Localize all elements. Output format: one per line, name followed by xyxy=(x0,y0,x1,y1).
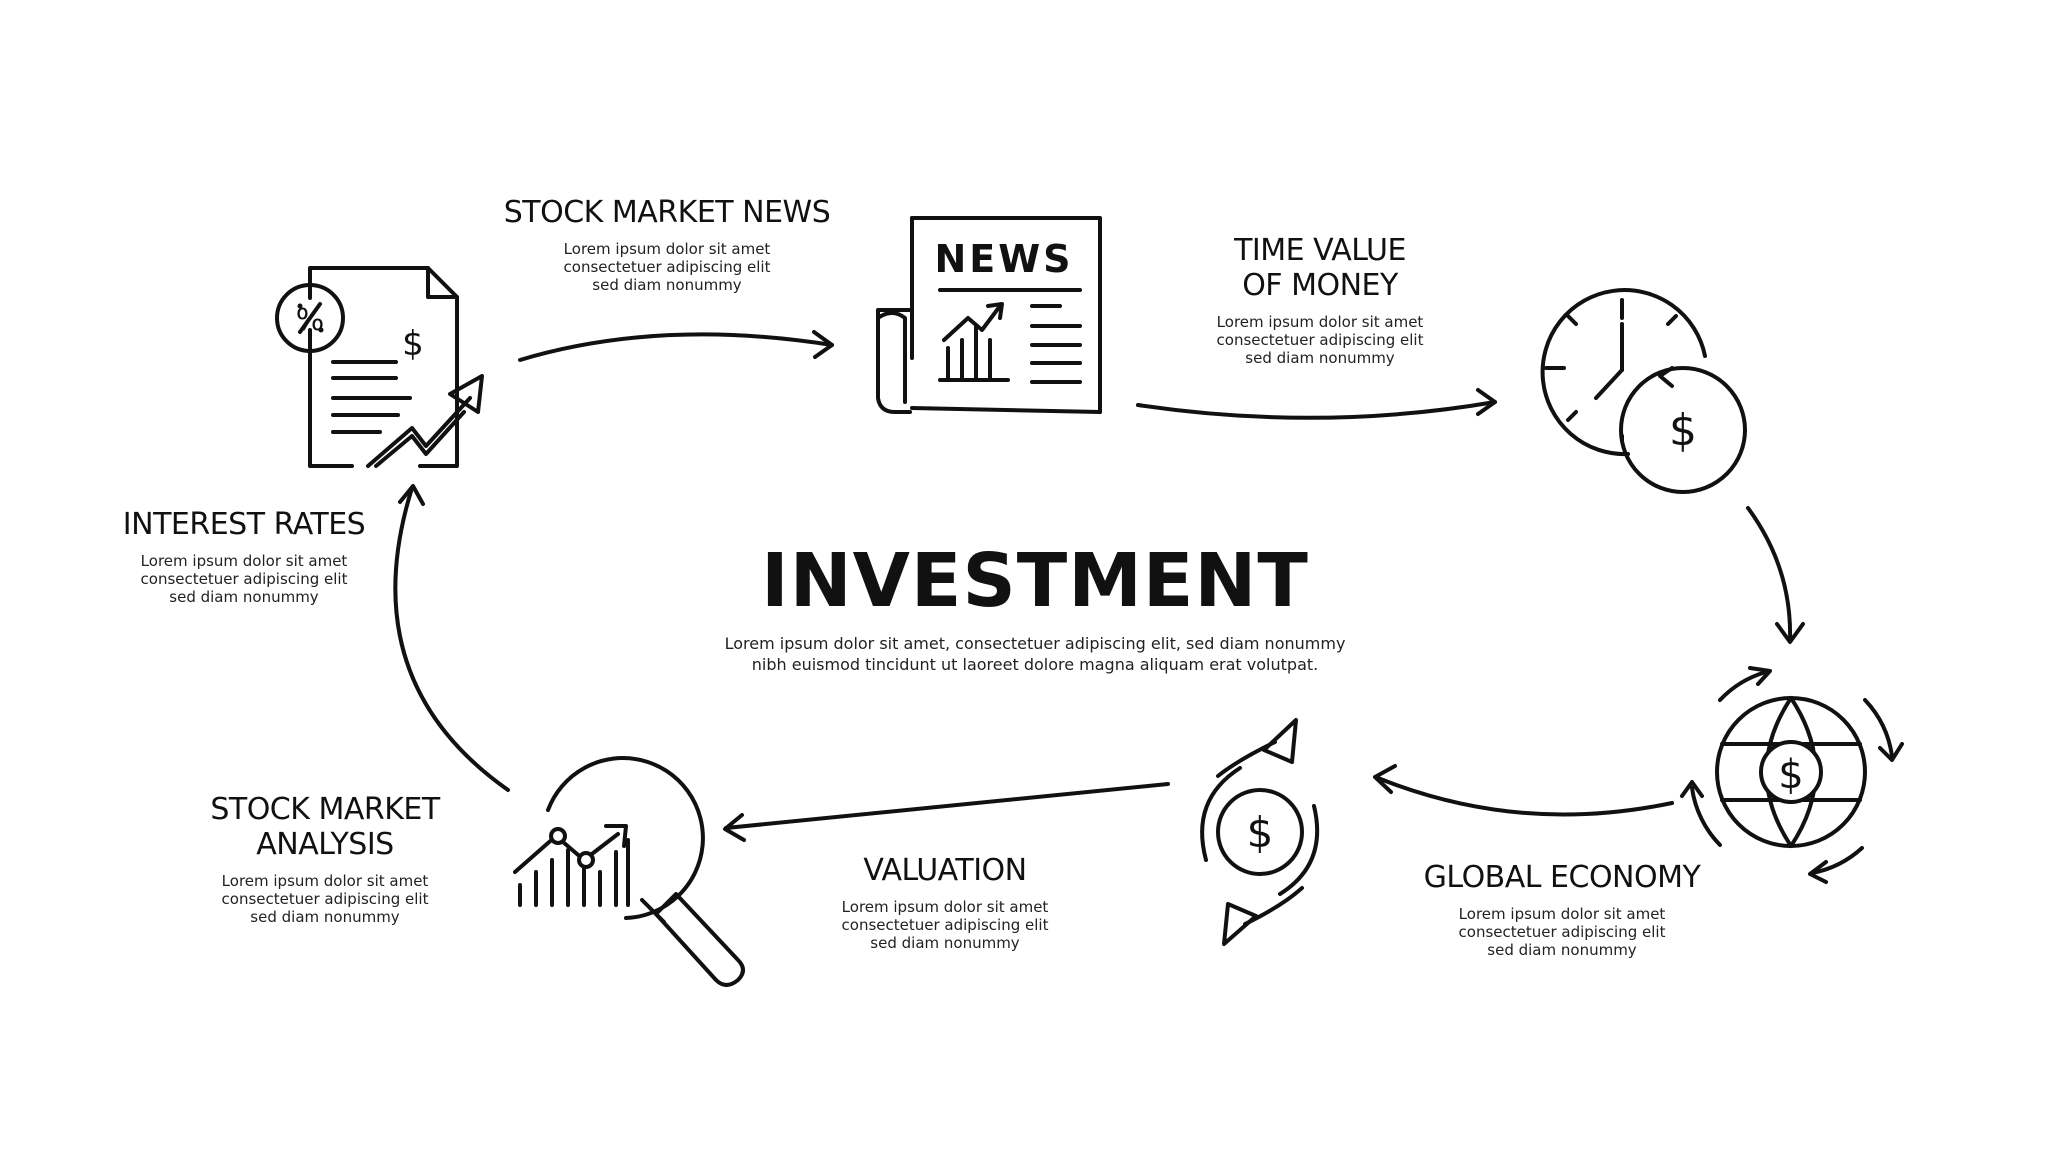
globe-dollar-cycle-icon xyxy=(1680,666,1904,884)
step-valuation: VALUATION Lorem ipsum dolor sit amet con… xyxy=(842,853,1049,952)
step-description-line: sed diam nonummy xyxy=(169,588,319,606)
step-title-line: GLOBAL ECONOMY xyxy=(1423,860,1701,895)
document-percent-dollar-growth-icon xyxy=(275,266,484,468)
percent-glyph: % xyxy=(296,303,325,338)
step-description: Lorem ipsum dolor sit amet consectetuer … xyxy=(1424,905,1701,959)
step-description-line: consectetuer adipiscing elit xyxy=(1458,923,1666,941)
step-description-line: consectetuer adipiscing elit xyxy=(1216,331,1424,349)
dollar-sign-glyph: $ xyxy=(1669,405,1697,456)
step-description-line: Lorem ipsum dolor sit amet xyxy=(221,872,429,890)
step-description: Lorem ipsum dolor sit amet consectetuer … xyxy=(842,898,1049,952)
step-description-line: consectetuer adipiscing elit xyxy=(221,890,429,908)
dollar-sign-glyph: $ xyxy=(1778,752,1803,798)
step-global-economy: GLOBAL ECONOMY Lorem ipsum dolor sit ame… xyxy=(1424,860,1701,959)
step-description-line: consectetuer adipiscing elit xyxy=(563,258,771,276)
step-description-line: sed diam nonummy xyxy=(250,908,400,926)
step-title: VALUATION xyxy=(842,853,1049,888)
step-description-line: Lorem ipsum dolor sit amet xyxy=(841,898,1049,916)
step-stock-market-analysis: STOCK MARKET ANALYSIS Lorem ipsum dolor … xyxy=(210,792,440,926)
step-title-line: INTEREST RATES xyxy=(122,507,366,542)
flow-arrow-interest-to-news xyxy=(518,330,834,362)
step-title-line: STOCK MARKET xyxy=(210,792,440,827)
dollar-exchange-icon xyxy=(1200,718,1320,946)
step-description-line: sed diam nonummy xyxy=(1487,941,1637,959)
step-title-line: VALUATION xyxy=(863,853,1027,888)
step-time-value-of-money: TIME VALUE OF MONEY Lorem ipsum dolor si… xyxy=(1217,233,1424,367)
step-description-line: consectetuer adipiscing elit xyxy=(841,916,1049,934)
step-description-line: sed diam nonummy xyxy=(592,276,742,294)
flow-arrow-global-to-valuation xyxy=(1373,764,1674,817)
infographic-description-line: Lorem ipsum dolor sit amet, consectetuer… xyxy=(724,634,1346,653)
flow-arrow-analysis-to-interest xyxy=(393,484,510,792)
infographic-title: INVESTMENT xyxy=(761,538,1309,624)
step-description-line: Lorem ipsum dolor sit amet xyxy=(1458,905,1666,923)
infographic-description-line: nibh euismod tincidunt ut laoreet dolore… xyxy=(751,655,1319,674)
step-description: Lorem ipsum dolor sit amet consectetuer … xyxy=(1217,313,1424,367)
step-description-line: Lorem ipsum dolor sit amet xyxy=(140,552,348,570)
clock-dollar-icon xyxy=(1540,288,1747,494)
step-description-line: consectetuer adipiscing elit xyxy=(140,570,348,588)
magnifier-chart-icon xyxy=(513,756,745,987)
step-description-line: Lorem ipsum dolor sit amet xyxy=(1216,313,1424,331)
step-stock-market-news: STOCK MARKET NEWS Lorem ipsum dolor sit … xyxy=(503,195,831,294)
step-title-line: ANALYSIS xyxy=(256,827,394,862)
step-title: STOCK MARKET ANALYSIS xyxy=(210,792,440,862)
step-description-line: Lorem ipsum dolor sit amet xyxy=(563,240,771,258)
newspaper-icon xyxy=(876,216,1102,414)
step-description: Lorem ipsum dolor sit amet consectetuer … xyxy=(123,552,365,606)
flow-arrow-news-to-time xyxy=(1136,388,1497,420)
step-description-line: sed diam nonummy xyxy=(870,934,1020,952)
news-glyph: NEWS xyxy=(934,237,1073,281)
step-title-line: STOCK MARKET NEWS xyxy=(503,195,831,230)
step-title-line: TIME VALUE xyxy=(1234,233,1406,268)
infographic-description: Lorem ipsum dolor sit amet, consectetuer… xyxy=(725,633,1346,675)
flow-arrow-time-to-global xyxy=(1746,506,1805,644)
step-title-line: OF MONEY xyxy=(1242,268,1398,303)
step-title: TIME VALUE OF MONEY xyxy=(1217,233,1424,303)
step-description: Lorem ipsum dolor sit amet consectetuer … xyxy=(210,872,439,926)
step-interest-rates: INTEREST RATES Lorem ipsum dolor sit ame… xyxy=(122,507,366,606)
step-description: Lorem ipsum dolor sit amet consectetuer … xyxy=(504,240,830,294)
step-title: INTEREST RATES xyxy=(122,507,366,542)
flow-arrow-valuation-to-analysis xyxy=(723,782,1170,842)
step-description-line: sed diam nonummy xyxy=(1245,349,1395,367)
step-title: GLOBAL ECONOMY xyxy=(1424,860,1701,895)
step-title: STOCK MARKET NEWS xyxy=(503,195,831,230)
dollar-sign-glyph: $ xyxy=(402,324,424,364)
dollar-sign-glyph: $ xyxy=(1247,808,1274,857)
